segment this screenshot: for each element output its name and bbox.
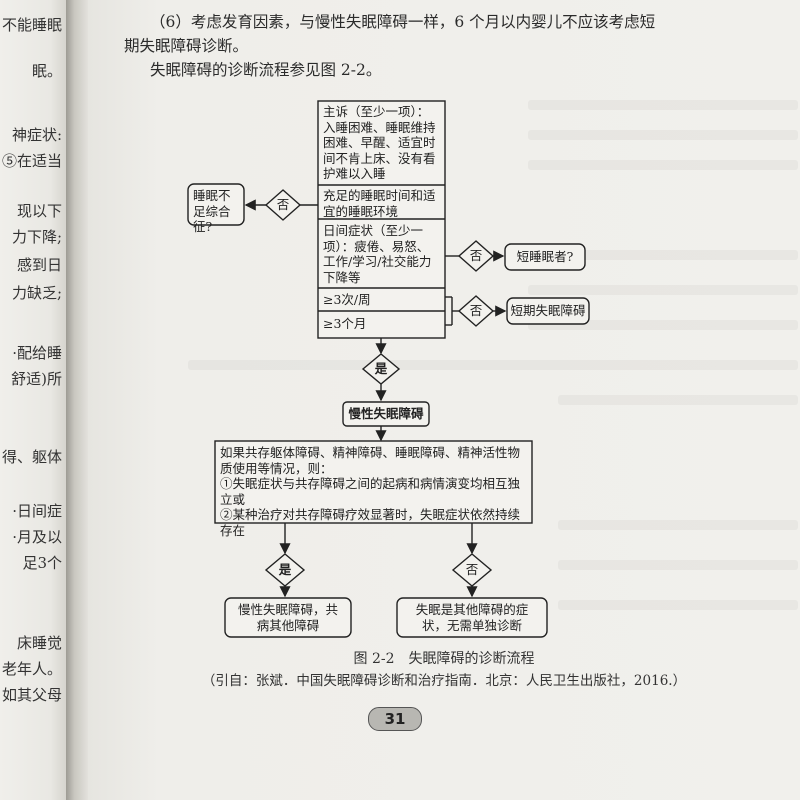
yes-label-bottom: 是: [278, 562, 292, 577]
condition-2-text: ②某种治疗对共存障碍疗效显著时，失眠症状依然持续存在: [220, 507, 521, 538]
comorbid-outcome-text: 慢性失眠障碍，共病其他障碍: [237, 602, 338, 633]
comorbid-question-text: 如果共存躯体障碍、精神障碍、睡眠障碍、精神活性物质使用等情况，则：: [220, 445, 521, 476]
paragraph-line-2: 期失眠障碍诊断。: [124, 37, 249, 55]
no-label-right-2: 否: [469, 303, 483, 318]
left-page-line: 不能睡眠: [1, 16, 62, 34]
short-term-insomnia-box: [506, 297, 590, 325]
paragraph-line-1: （6）考虑发育因素，与慢性失眠障碍一样，6 个月以内婴儿不应该考虑短: [150, 13, 656, 31]
left-page-line: ·日间症: [12, 502, 62, 520]
left-page-line: 现以下: [16, 202, 62, 220]
comorbid-condition-box: [214, 440, 533, 524]
duration-text: ≥3个月: [323, 316, 367, 331]
chronic-insomnia-box: [342, 401, 430, 427]
chronic-insomnia-text: 慢性失眠障碍: [348, 406, 424, 421]
left-page-line: 足3个: [22, 554, 62, 572]
no-diamond-left: [264, 189, 302, 221]
left-page-line: 老年人。: [1, 660, 62, 678]
left-page-line: 神症状:: [11, 126, 62, 144]
condition-1-text: ①失眠症状与共存障碍之间的起病和病情演变均相互独立或: [220, 476, 521, 507]
left-page-line: ·月及以: [12, 528, 62, 546]
left-page-line: 得、躯体: [1, 448, 62, 466]
daytime-symptoms-text: 日间症状（至少一项）：疲倦、易怒、工作/学习/社交能力下降等: [323, 223, 432, 285]
complaint-text: 主诉（至少一项）：入睡困难、睡眠维持困难、早醒、适宜时间不肯上床、没有看护难以入…: [323, 104, 436, 181]
left-page-line: ·配给睡: [12, 344, 62, 362]
left-page-line: 舒适)所: [11, 370, 62, 388]
book-gutter: [66, 0, 90, 800]
short-term-insomnia-text: 短期失眠障碍: [510, 303, 586, 318]
symptom-outcome-text: 失眠是其他障碍的症状，无需单独诊断: [415, 602, 529, 633]
insufficient-sleep-box: [187, 183, 245, 226]
comorbid-outcome-box: [224, 597, 352, 638]
no-diamond-right-2: [457, 295, 495, 327]
left-facing-page: 不能睡眠眠。神症状: ⑤在适当现以下力下降; 感到日力缺乏; ·配给睡舒适)所得、躯体…: [0, 0, 72, 800]
no-label-left: 否: [276, 197, 290, 212]
frequency-text: ≥3次/周: [323, 292, 371, 307]
figure-source: （引自：张斌．中国失眠障碍诊断和治疗指南．北京：人民卫生出版社，2016.）: [201, 673, 687, 689]
no-diamond-right-1: [457, 240, 495, 272]
no-label-right-1: 否: [469, 248, 483, 263]
yes-label-top: 是: [374, 361, 388, 376]
page-number: 31: [368, 707, 422, 731]
paragraph-line-3: 失眠障碍的诊断流程参见图 2-2。: [150, 61, 382, 79]
environment-text: 充足的睡眠时间和适宜的睡眠环境: [323, 188, 436, 219]
symptom-outcome-box: [396, 597, 548, 638]
left-page-line: ⑤在适当: [1, 152, 62, 170]
left-page-line: 感到日: [16, 256, 62, 274]
left-page-line: 力缺乏;: [11, 284, 62, 302]
left-page-line: 眠。: [31, 62, 62, 80]
insufficient-sleep-text: 睡眠不足综合征?: [193, 188, 231, 234]
left-page-line: 力下降;: [11, 228, 62, 246]
no-label-bottom: 否: [465, 562, 479, 577]
left-page-line: 如其父母: [1, 686, 62, 704]
short-sleeper-text: 短睡眠者?: [516, 249, 574, 264]
short-sleeper-box: [504, 243, 586, 271]
left-page-line: 床睡觉: [16, 634, 62, 652]
figure-caption: 图 2-2 失眠障碍的诊断流程: [353, 651, 535, 667]
